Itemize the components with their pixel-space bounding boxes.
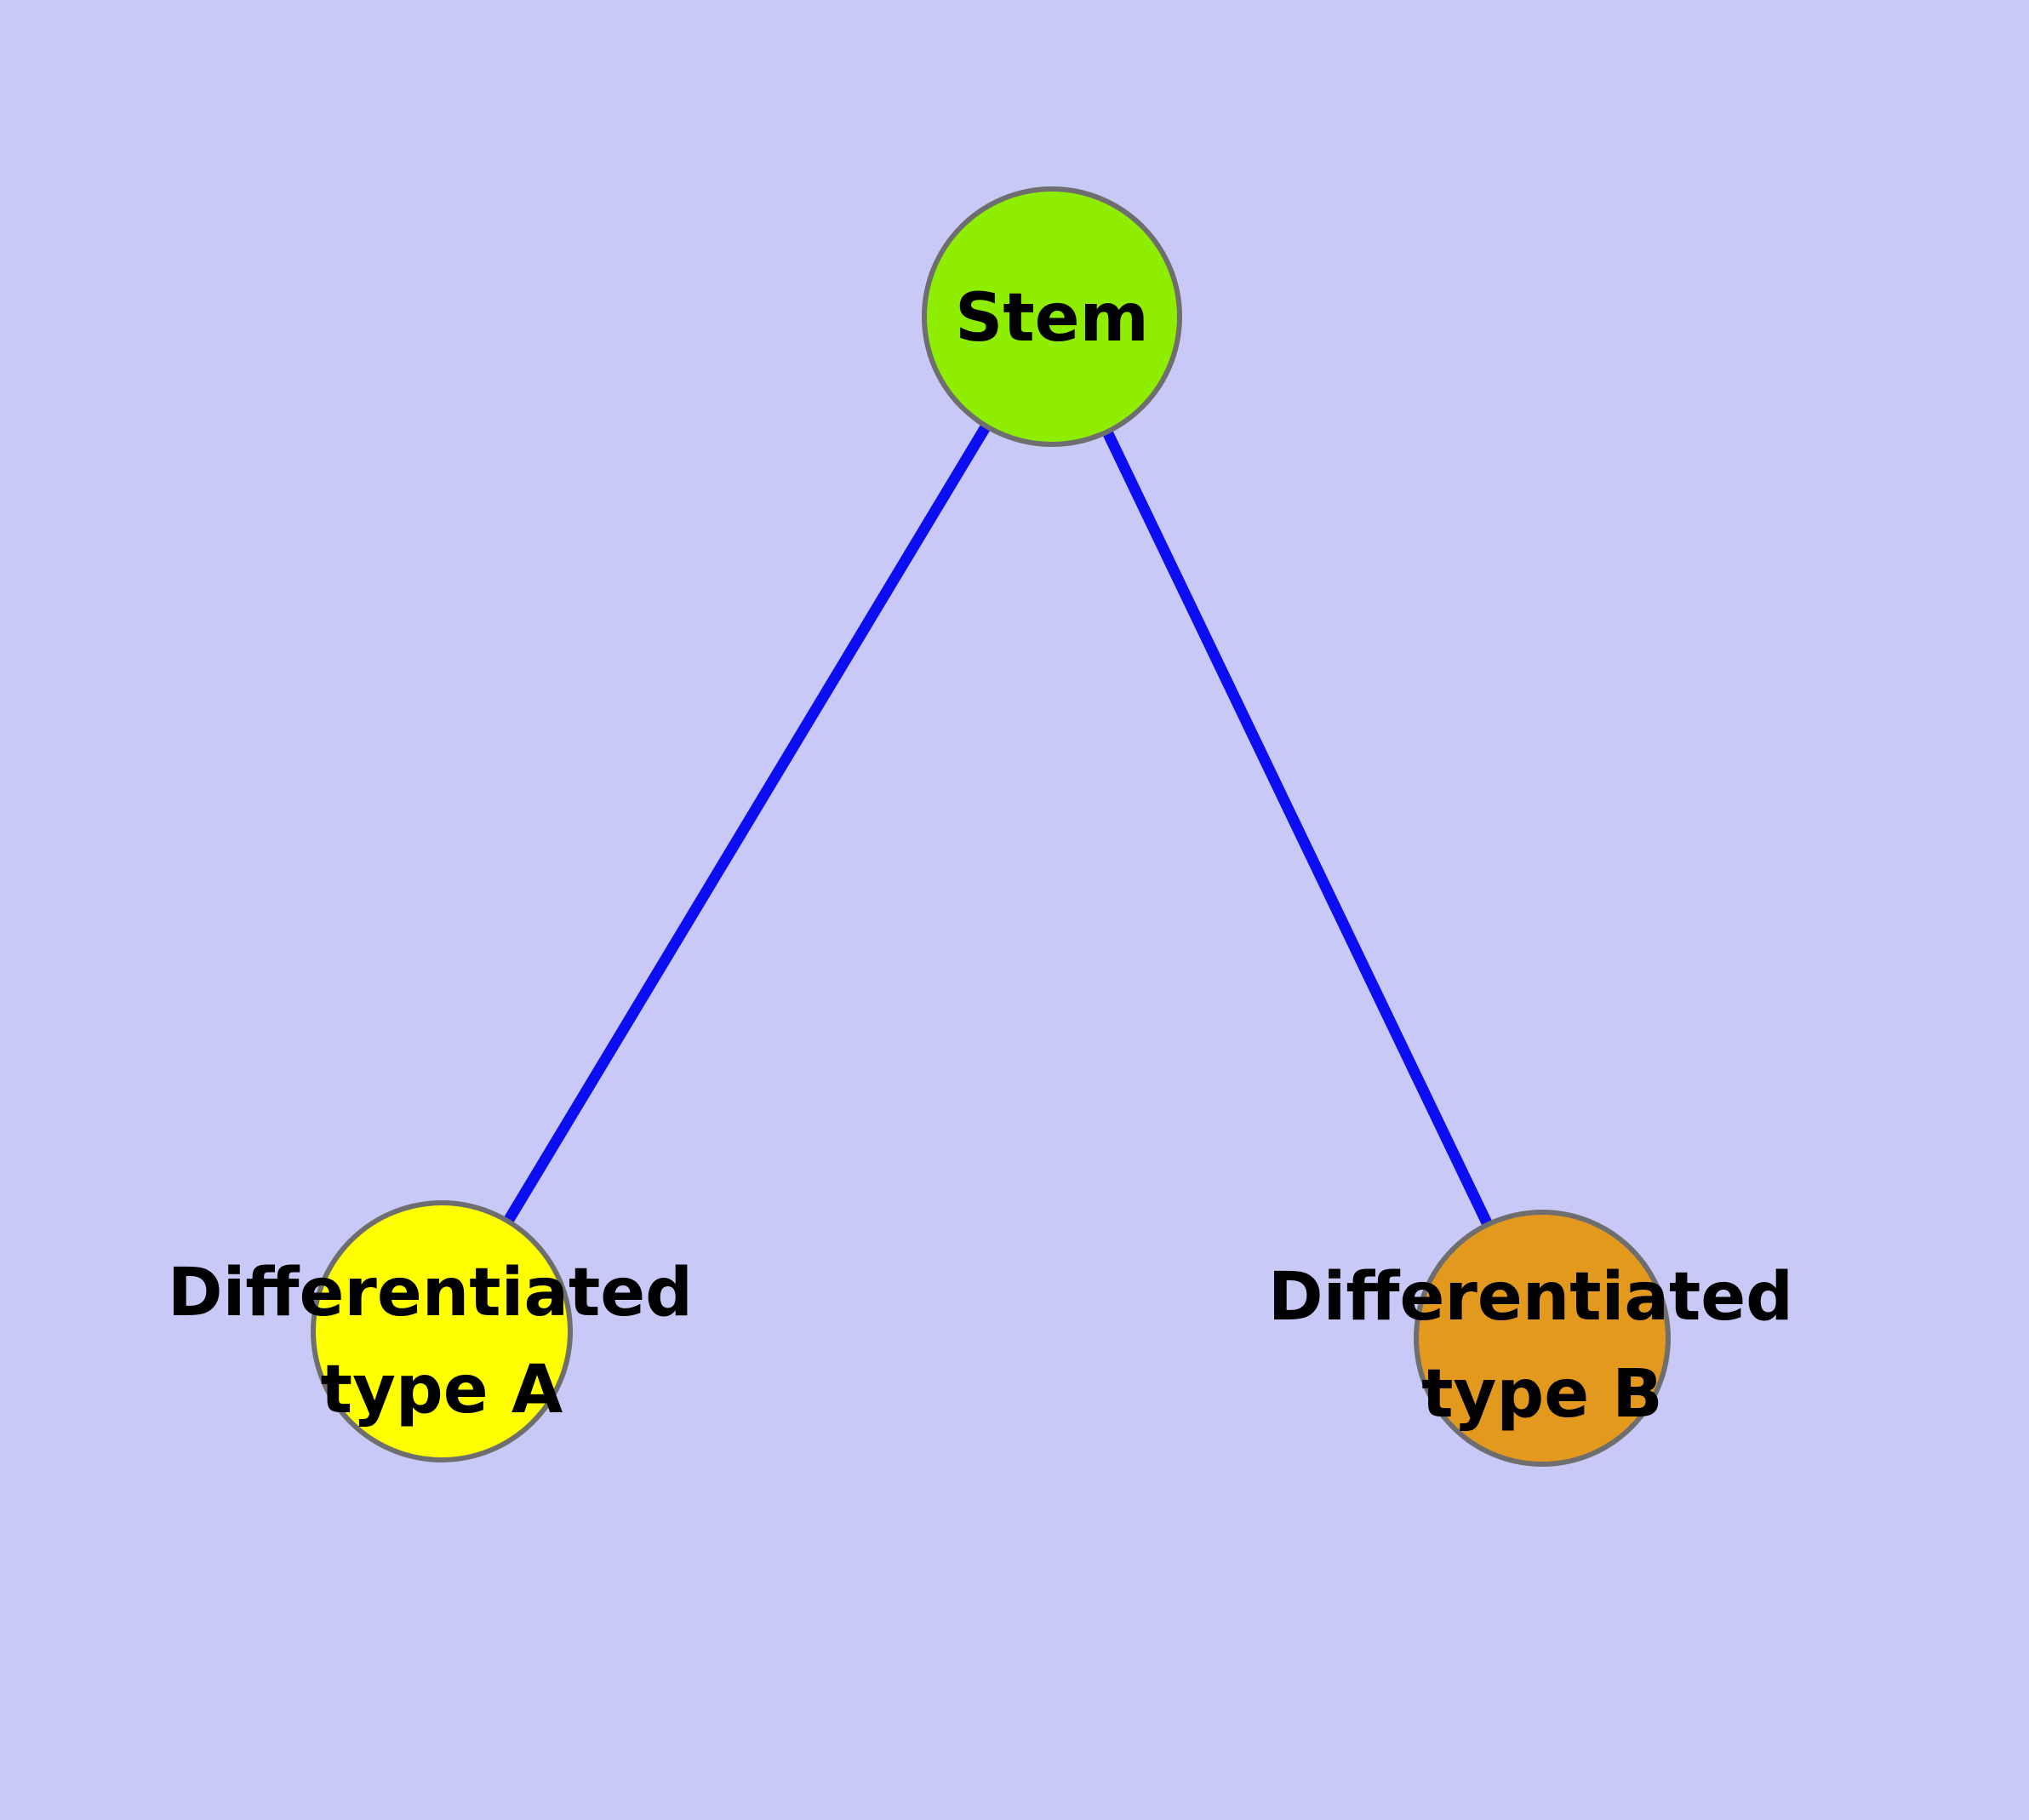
node-stem-label: Stem <box>955 280 1149 357</box>
edge-stem-to-type-a <box>437 313 1057 1335</box>
node-differentiated-type-b-label-line2: type B <box>1421 1356 1662 1433</box>
node-differentiated-type-a-label: Differentiated type A <box>168 1255 716 1428</box>
node-stem <box>922 186 1182 447</box>
node-differentiated-type-a-label-line1: Differentiated <box>168 1255 693 1331</box>
node-differentiated-type-b <box>1414 1210 1671 1467</box>
edge-stem-to-type-b <box>1047 314 1547 1341</box>
node-differentiated-type-b-label: Differentiated type B <box>1268 1259 1816 1433</box>
node-differentiated-type-a-label-line2: type A <box>321 1352 563 1428</box>
node-differentiated-type-a <box>311 1200 573 1462</box>
node-differentiated-type-b-label-line1: Differentiated <box>1268 1259 1793 1336</box>
